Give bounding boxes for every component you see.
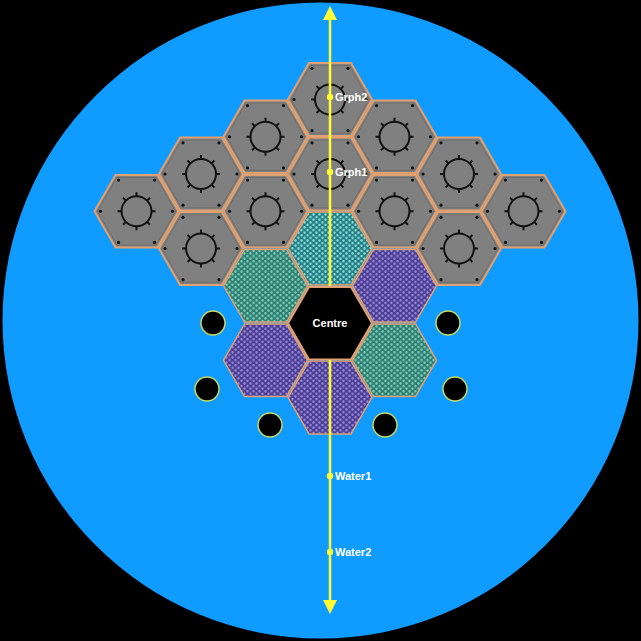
measure-point <box>327 473 333 479</box>
arrow-head <box>323 6 337 20</box>
irradiation-channel <box>195 377 219 401</box>
arrow-head <box>323 600 337 614</box>
irradiation-channel <box>201 311 225 335</box>
point-label: Water2 <box>335 547 371 558</box>
graphite-block <box>95 175 179 248</box>
node-label: Centre <box>313 317 348 329</box>
measure-point <box>327 549 333 555</box>
point-label: Grph1 <box>335 167 367 178</box>
measure-point <box>327 94 333 100</box>
irradiation-channel <box>443 377 467 401</box>
centre-hexagon: Centre <box>287 286 373 360</box>
irradiation-channel <box>258 413 282 437</box>
irradiation-channel <box>436 311 460 335</box>
graphite-block <box>482 175 566 248</box>
point-label: Water1 <box>335 471 371 482</box>
irradiation-channel <box>373 413 397 437</box>
water-pool <box>3 3 639 639</box>
point-label: Grph2 <box>335 92 367 103</box>
measure-point <box>327 169 333 175</box>
